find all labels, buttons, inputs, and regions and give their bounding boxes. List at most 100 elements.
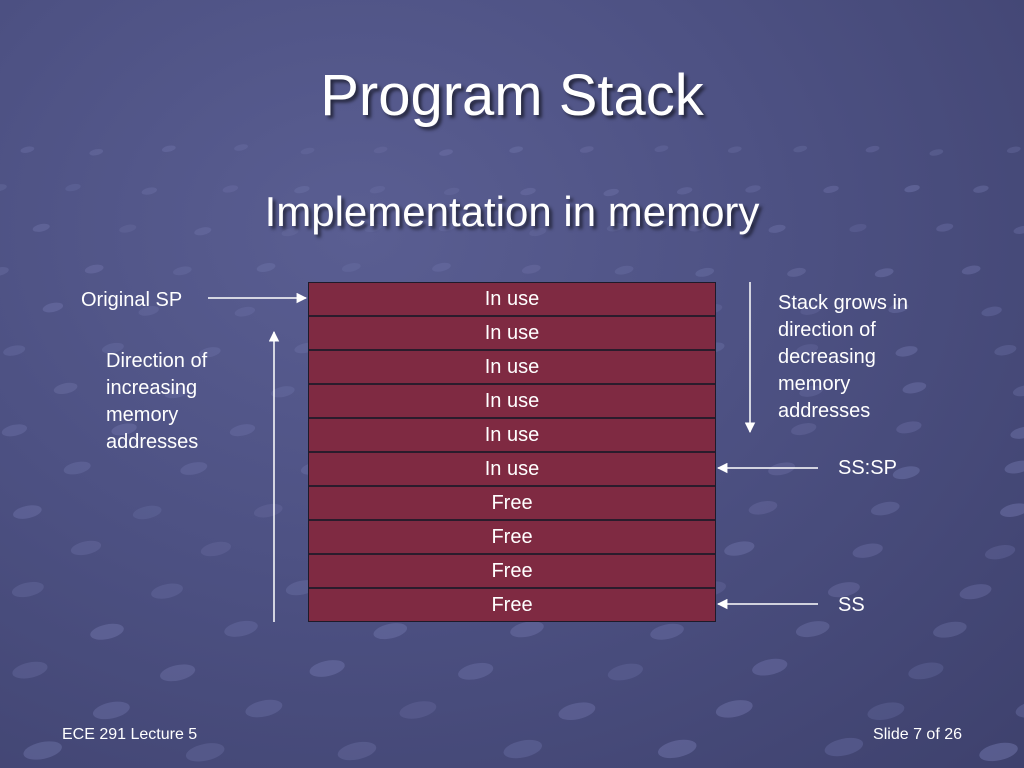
background-dot xyxy=(800,305,821,315)
background-dot xyxy=(688,223,706,232)
footer-slide-number: Slide 7 of 26 xyxy=(873,726,962,743)
background-dot xyxy=(1006,146,1021,154)
background-dot xyxy=(92,701,130,720)
background-dot xyxy=(194,227,212,236)
background-dot xyxy=(90,623,124,640)
background-dot xyxy=(521,264,541,274)
background-dot xyxy=(11,581,44,598)
background-dot xyxy=(1004,460,1024,474)
background-dot xyxy=(823,185,839,194)
stack-cell: In use xyxy=(309,453,715,487)
background-dot xyxy=(89,148,104,156)
background-dot xyxy=(796,344,819,355)
background-dot xyxy=(654,145,669,152)
background-dot xyxy=(438,223,456,232)
background-dot xyxy=(399,701,437,719)
background-dot xyxy=(164,386,189,399)
background-dot xyxy=(439,149,453,156)
background-dot xyxy=(300,147,315,155)
background-dot xyxy=(874,268,894,278)
background-dot xyxy=(979,742,1018,762)
stack-cell: In use xyxy=(309,317,715,351)
background-dot xyxy=(787,267,806,277)
background-dot xyxy=(200,541,232,557)
background-dot xyxy=(229,424,256,437)
background-dot xyxy=(994,344,1017,356)
background-dot xyxy=(309,660,345,677)
original-sp-label: Original SP xyxy=(81,289,183,311)
background-dot xyxy=(271,386,295,398)
stack-growth-line: Stack grows in xyxy=(778,292,909,314)
background-dot xyxy=(865,145,880,153)
background-dot xyxy=(715,700,753,718)
background-dot xyxy=(650,623,684,640)
background-dot xyxy=(234,306,256,317)
background-dot xyxy=(0,267,9,276)
background-dot xyxy=(1000,503,1024,517)
background-dot xyxy=(724,541,755,556)
background-dot xyxy=(503,739,543,759)
background-dot xyxy=(520,187,536,196)
background-dot xyxy=(458,662,494,680)
stack-cell: Free xyxy=(309,555,715,589)
stack-cell: In use xyxy=(309,283,715,317)
background-dot xyxy=(172,266,192,276)
background-dot xyxy=(180,462,208,475)
background-dot xyxy=(936,223,954,232)
background-dot xyxy=(984,544,1016,560)
background-dot xyxy=(1010,426,1024,439)
memory-stack: In use In use In use In use In use In us… xyxy=(308,282,716,622)
background-dot xyxy=(222,185,239,193)
background-dot xyxy=(727,146,742,153)
background-dot xyxy=(12,661,48,679)
background-dot xyxy=(908,662,944,680)
background-dot xyxy=(1,424,28,437)
background-dot xyxy=(896,421,922,434)
stack-cell: Free xyxy=(309,521,715,555)
background-dot xyxy=(961,265,981,275)
stack-cell: Free xyxy=(309,487,715,521)
background-dot xyxy=(603,188,619,197)
background-dot xyxy=(904,184,920,193)
background-dot xyxy=(895,346,918,357)
stack-growth-line: addresses xyxy=(778,400,871,422)
background-dot xyxy=(119,224,137,233)
background-dot xyxy=(793,145,808,153)
background-dot xyxy=(852,543,883,558)
background-dot xyxy=(870,501,900,516)
background-dot xyxy=(933,621,967,638)
ss-sp-label: SS:SP xyxy=(838,457,897,479)
stack-growth-line: memory xyxy=(778,373,851,395)
background-dot xyxy=(373,623,408,640)
background-dot xyxy=(0,184,7,192)
background-dot xyxy=(849,223,867,233)
background-dot xyxy=(752,658,788,676)
background-dot xyxy=(795,621,830,638)
increasing-address-line: memory xyxy=(106,404,179,426)
background-dot xyxy=(364,223,382,233)
background-dot xyxy=(510,621,544,638)
background-dot xyxy=(558,702,596,720)
background-dot xyxy=(23,741,62,760)
background-dot xyxy=(768,462,796,476)
background-dot xyxy=(658,739,697,759)
background-dot xyxy=(824,737,864,757)
background-dot xyxy=(373,146,388,154)
background-dot xyxy=(42,302,64,313)
background-dot xyxy=(676,187,693,195)
background-dot xyxy=(341,263,361,272)
background-dot xyxy=(695,267,715,277)
stack-growth-label: Stack grows in direction of decreasing m… xyxy=(778,290,908,425)
stack-cell: In use xyxy=(309,351,715,385)
background-dot xyxy=(294,185,310,194)
background-dot xyxy=(84,264,104,274)
background-dot xyxy=(256,263,276,272)
background-dot xyxy=(745,185,761,193)
increasing-address-line: increasing xyxy=(106,377,198,399)
background-dot xyxy=(529,227,547,237)
background-dot xyxy=(32,223,50,232)
stack-cell: In use xyxy=(309,419,715,453)
increasing-address-label: Direction of increasing memory addresses xyxy=(106,348,207,456)
background-dot xyxy=(959,584,992,600)
background-dot xyxy=(981,306,1002,317)
